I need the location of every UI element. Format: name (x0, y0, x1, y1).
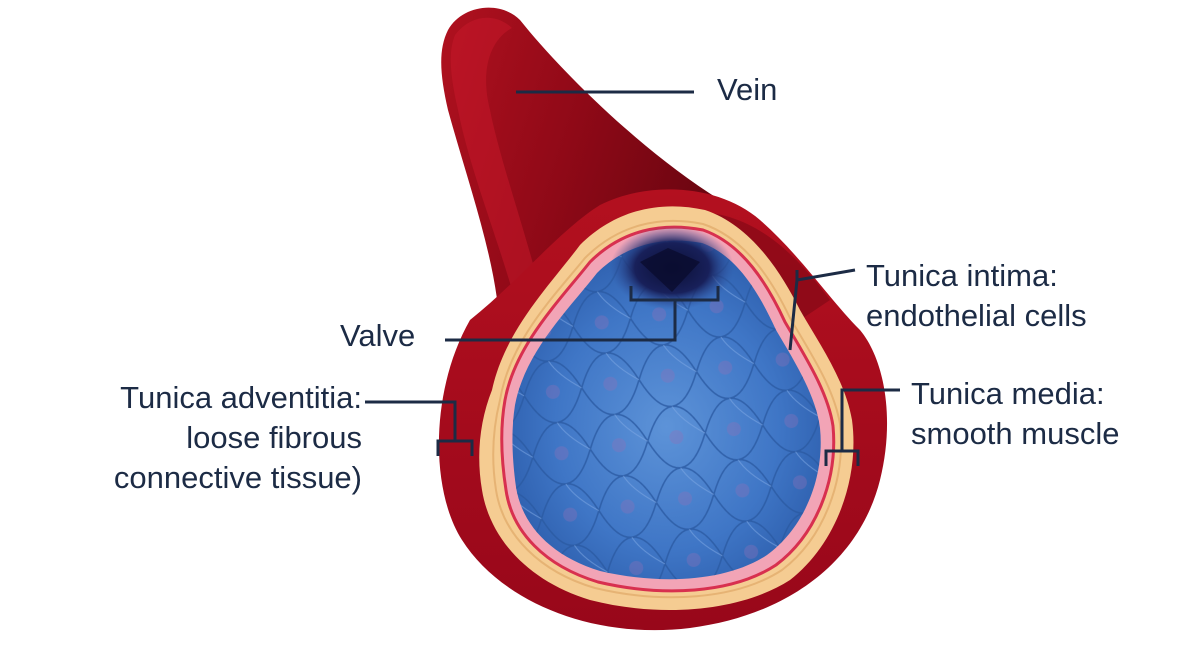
tunica-adventitia-label: Tunica adventitia: loose fibrous connect… (60, 378, 362, 498)
vein-label: Vein (717, 70, 777, 110)
tunica-intima-label: Tunica intima: endothelial cells (866, 256, 1087, 336)
tunica-media-title: Tunica media: (911, 376, 1105, 411)
leader-lines (365, 90, 900, 466)
valve-core (640, 248, 700, 292)
tunica-intima-desc: endothelial cells (866, 298, 1087, 333)
vein-tube-highlight (450, 17, 540, 301)
tunica-adventitia-desc-line1: loose fibrous (186, 420, 362, 455)
adventitia-leader-line (365, 400, 474, 456)
intima-leader-line (788, 268, 856, 351)
tunica-media-desc: smooth muscle (911, 416, 1120, 451)
tunica-media-label: Tunica media: smooth muscle (911, 374, 1119, 454)
tunica-media-texture (492, 219, 842, 599)
lumen-cell-texture (512, 240, 821, 580)
tunica-adventitia-desc-line2: connective tissue) (113, 460, 362, 495)
vein-label-text: Vein (717, 72, 778, 107)
tunica-intima-title: Tunica intima: (866, 258, 1058, 293)
tunica-adventitia-title: Tunica adventitia: (120, 380, 362, 415)
media-leader-line (824, 388, 900, 466)
valve-leader-line (445, 286, 720, 342)
valve-label-text: Valve (340, 318, 416, 353)
valve-label: Valve (340, 316, 415, 356)
